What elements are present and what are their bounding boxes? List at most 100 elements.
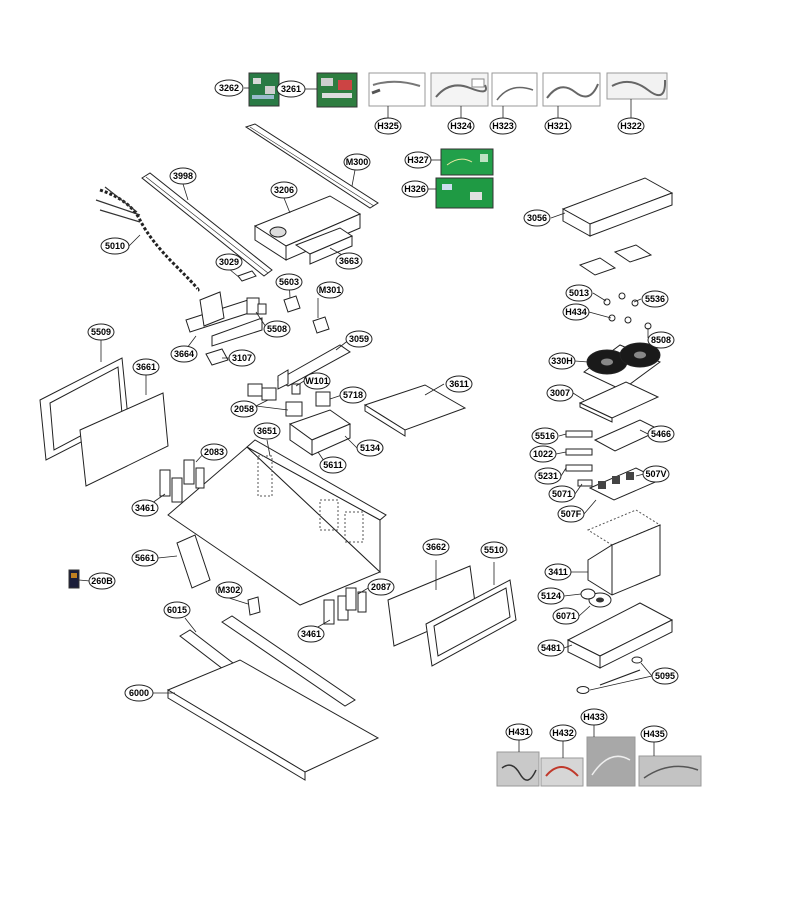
callout-5071: 5071 [548, 485, 576, 503]
svg-text:5013: 5013 [569, 288, 589, 298]
svg-text:1022: 1022 [533, 449, 553, 459]
svg-text:5134: 5134 [360, 443, 380, 453]
callout-8508: 8508 [647, 331, 675, 349]
svg-text:3663: 3663 [339, 256, 359, 266]
callout-h326: H326 [401, 180, 429, 198]
svg-text:5231: 5231 [538, 471, 558, 481]
svg-text:H327: H327 [407, 155, 429, 165]
callout-h323: H323 [489, 117, 517, 135]
svg-text:5481: 5481 [541, 643, 561, 653]
connector-w101 [291, 383, 301, 395]
svg-text:2058: 2058 [234, 404, 254, 414]
svg-text:2083: 2083 [204, 447, 224, 457]
bracket-3029 [237, 270, 257, 282]
callout-h321: H321 [544, 117, 572, 135]
svg-text:3262: 3262 [219, 83, 239, 93]
svg-text:3461: 3461 [135, 503, 155, 513]
callout-w101: W101 [303, 372, 331, 390]
svg-text:3651: 3651 [257, 426, 277, 436]
svg-text:H321: H321 [547, 121, 569, 131]
svg-text:5071: 5071 [552, 489, 572, 499]
callout-m301: M301 [316, 281, 344, 299]
callout-3664: 3664 [170, 345, 198, 363]
chassis-3651 [167, 439, 387, 606]
part-3107 [205, 348, 229, 366]
callout-6071: 6071 [552, 607, 580, 625]
svg-text:2087: 2087 [371, 582, 391, 592]
callout-2087: 2087 [367, 578, 395, 596]
svg-text:5510: 5510 [484, 545, 504, 555]
svg-text:3611: 3611 [449, 379, 469, 389]
svg-text:H432: H432 [552, 728, 574, 738]
callout-3662: 3662 [422, 538, 450, 556]
wire-photo-h321 [542, 72, 601, 107]
svg-text:3261: 3261 [281, 84, 301, 94]
svg-text:3007: 3007 [550, 388, 570, 398]
coils-330h [583, 342, 662, 391]
callout-3059: 3059 [345, 330, 373, 348]
svg-text:330H: 330H [551, 356, 573, 366]
harness-5010 [95, 186, 200, 292]
callout-h431: H431 [505, 723, 533, 741]
fuse-holder-2058 [247, 383, 303, 417]
callout-260b: 260B [88, 572, 116, 590]
part-260b [68, 569, 80, 589]
svg-text:507F: 507F [561, 509, 582, 519]
svg-text:3056: 3056 [527, 213, 547, 223]
feet-5095 [576, 656, 643, 694]
svg-text:W101: W101 [305, 376, 329, 386]
callout-5013: 5013 [565, 284, 593, 302]
wire-photo-h432 [540, 757, 584, 787]
callout-6000: 6000 [124, 684, 154, 702]
wire-photo-h324 [430, 72, 489, 107]
svg-text:3411: 3411 [548, 567, 568, 577]
svg-text:3662: 3662 [426, 542, 446, 552]
svg-text:3029: 3029 [219, 257, 239, 267]
bracket-3664 [185, 291, 263, 347]
callout-3107: 3107 [228, 349, 256, 367]
callout-2058: 2058 [230, 400, 258, 418]
callout-3661: 3661 [132, 358, 160, 376]
svg-text:507V: 507V [645, 469, 666, 479]
callout-3461-left: 3461 [131, 499, 159, 517]
svg-text:5466: 5466 [651, 429, 671, 439]
svg-text:6000: 6000 [129, 688, 149, 698]
svg-text:8508: 8508 [651, 335, 671, 345]
svg-text:H431: H431 [508, 727, 530, 737]
callout-h325: H325 [374, 117, 402, 135]
wire-photo-h322 [606, 72, 668, 100]
callout-5516: 5516 [531, 427, 559, 445]
callout-h322: H322 [617, 117, 645, 135]
case-5481 [566, 602, 674, 669]
callout-5481: 5481 [537, 639, 565, 657]
callout-3651: 3651 [253, 422, 281, 440]
svg-text:5509: 5509 [91, 327, 111, 337]
svg-text:5603: 5603 [279, 277, 299, 287]
lid-3056 [561, 177, 674, 237]
callout-3998: 3998 [169, 167, 197, 185]
svg-text:3059: 3059 [349, 334, 369, 344]
clip-5603 [283, 295, 301, 313]
svg-text:H325: H325 [377, 121, 399, 131]
housing-3411 [586, 509, 662, 596]
svg-text:5508: 5508 [267, 324, 287, 334]
pcb-photo-3261 [316, 72, 358, 108]
callout-507f: 507F [557, 505, 585, 523]
callout-h434: H434 [562, 303, 590, 321]
svg-text:6071: 6071 [556, 611, 576, 621]
callout-m302: M302 [215, 581, 243, 599]
svg-text:5010: 5010 [105, 241, 125, 251]
svg-text:3998: 3998 [173, 171, 193, 181]
callout-3663: 3663 [335, 252, 363, 270]
callout-3056: 3056 [523, 209, 551, 227]
rail-m300 [244, 123, 379, 209]
svg-text:H433: H433 [583, 712, 605, 722]
wire-photo-h323 [491, 72, 538, 107]
callout-5603: 5603 [275, 273, 303, 291]
wire-photo-h325 [368, 72, 426, 107]
svg-text:H323: H323 [492, 121, 514, 131]
svg-text:5124: 5124 [541, 591, 561, 601]
callout-5124: 5124 [537, 587, 565, 605]
svg-text:M301: M301 [319, 285, 342, 295]
callout-3262: 3262 [214, 79, 244, 97]
